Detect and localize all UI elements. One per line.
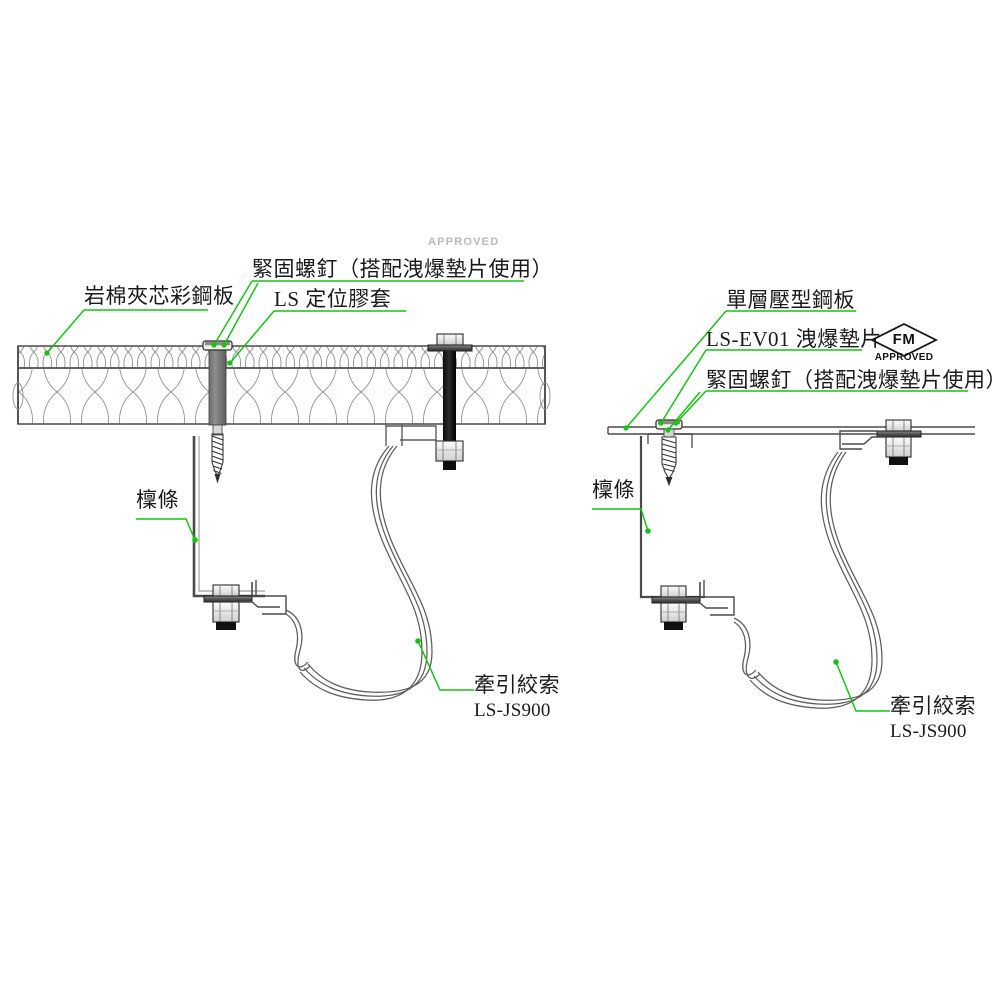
fm-diamond-icon [869, 322, 939, 358]
label-rock-wool-sandwich-panel: 岩棉夾芯彩鋼板 [84, 284, 235, 308]
purlin-bracket-assembly-left [203, 580, 287, 630]
right-detail-group [592, 310, 975, 712]
label-traction-cable-code-right: LS-JS900 [890, 721, 967, 742]
purlin-bracket-assembly-right [651, 580, 735, 630]
label-fastening-screw-left: 緊固螺釘（搭配洩爆墊片使用） [252, 257, 553, 281]
approved-watermark: APPROVED [428, 236, 500, 248]
leader-lines-right [592, 310, 968, 712]
through-bolt-assembly-right [839, 419, 922, 465]
through-bolt-assembly-left [427, 333, 473, 470]
label-purlin-left: 檁條 [136, 488, 179, 512]
left-detail-group [12, 280, 551, 701]
label-traction-cable-right: 牽引絞索 [890, 694, 976, 718]
label-ls-locating-sleeve: LS 定位膠套 [274, 287, 392, 311]
traction-cable-left [285, 424, 437, 701]
fm-mark-text: FM [892, 331, 916, 348]
rock-wool-sandwich-panel [12, 345, 551, 425]
purlin-left [192, 436, 265, 598]
leader-lines-left [44, 280, 524, 691]
label-purlin-right: 檁條 [592, 478, 635, 502]
label-vent-gasket: LS-EV01 洩爆墊片 [706, 327, 882, 351]
label-fastening-screw-right: 緊固螺釘（搭配洩爆墊片使用） [706, 368, 1000, 392]
ls-locating-sleeve-assembly [202, 340, 233, 484]
label-single-layer-steel-sheet: 單層壓型鋼板 [726, 288, 855, 312]
label-traction-cable-code-left: LS-JS900 [474, 700, 551, 721]
fm-approved-mark: FM APPROVED [868, 318, 940, 368]
label-traction-cable-left: 牽引絞索 [474, 673, 560, 697]
fm-approved-text: APPROVED [874, 352, 934, 363]
purlin-right [639, 436, 705, 599]
traction-cable-right [733, 451, 883, 709]
